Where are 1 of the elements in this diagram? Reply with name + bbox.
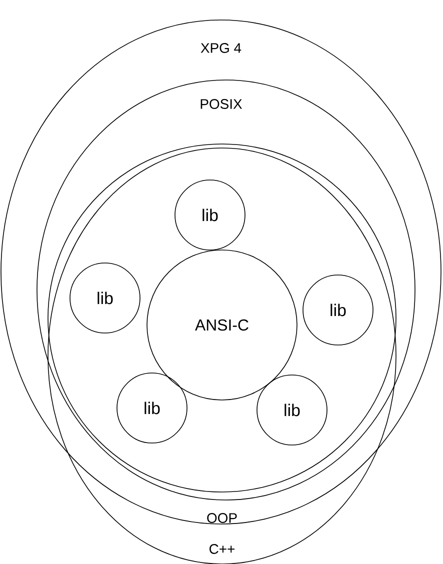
circle (48, 144, 396, 492)
